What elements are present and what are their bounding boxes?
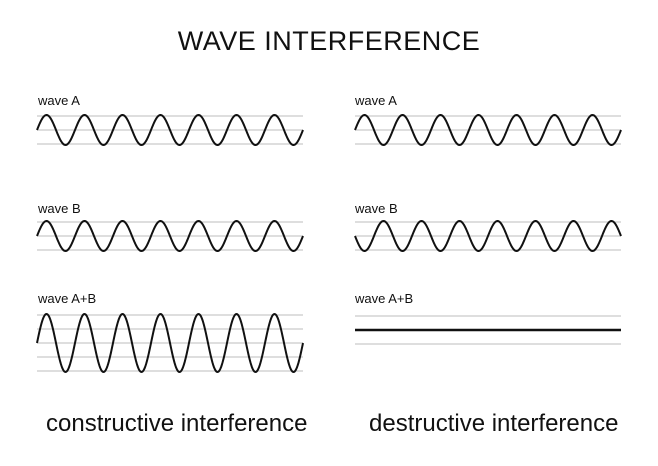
left-wave-sum-label: wave A+B bbox=[38, 291, 97, 306]
right-wave-sum-panel bbox=[355, 315, 621, 345]
constructive-caption: constructive interference bbox=[46, 410, 308, 437]
right-wave-a-panel bbox=[354, 113, 622, 147]
right-wave-b-panel bbox=[354, 219, 622, 253]
wave-line bbox=[354, 113, 622, 147]
wave-line bbox=[36, 312, 304, 374]
destructive-caption: destructive interference bbox=[369, 410, 619, 437]
left-wave-a-panel bbox=[36, 113, 304, 147]
right-wave-a-label: wave A bbox=[355, 93, 397, 108]
left-wave-sum-panel bbox=[36, 312, 304, 374]
right-wave-b-label: wave B bbox=[355, 201, 398, 216]
left-wave-b-panel bbox=[36, 219, 304, 253]
wave-line bbox=[354, 219, 622, 253]
wave-line bbox=[36, 219, 304, 253]
wave-line bbox=[36, 113, 304, 147]
diagram-title: WAVE INTERFERENCE bbox=[177, 26, 481, 56]
left-wave-b-label: wave B bbox=[38, 201, 81, 216]
left-wave-a-label: wave A bbox=[38, 93, 80, 108]
right-wave-sum-label: wave A+B bbox=[355, 291, 414, 306]
